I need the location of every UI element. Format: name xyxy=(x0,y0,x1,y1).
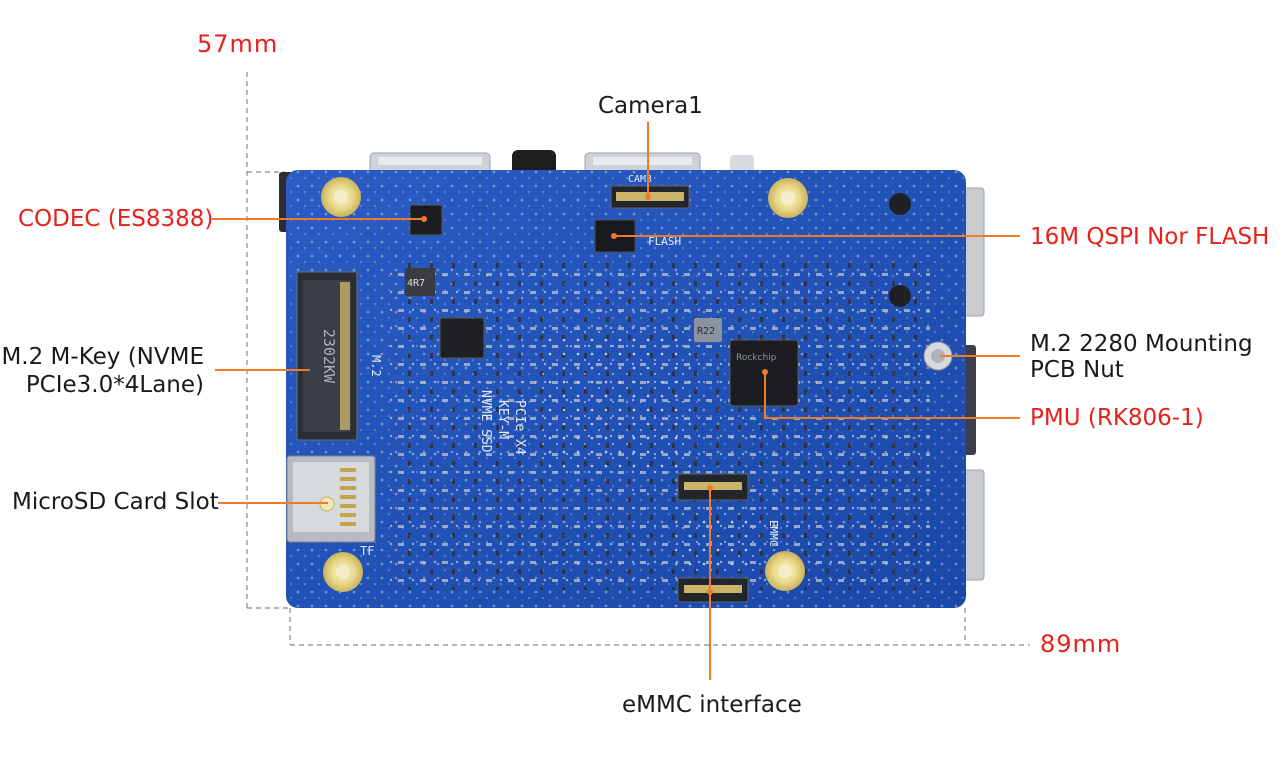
inductor-label: 4R7 xyxy=(407,278,425,289)
pmu-chip-label: Rockchip xyxy=(736,353,777,363)
ssd-text-2: KEY-M xyxy=(495,400,510,439)
flash-label: 16M QSPI Nor FLASH xyxy=(1030,224,1270,250)
codec-label: CODEC (ES8388) xyxy=(18,206,214,232)
m2-key-label-line2: PCIe3.0*4Lane) xyxy=(25,372,204,398)
callout-lines xyxy=(212,122,1020,680)
ssd-silkscreen: NVME SSD KEY-M PCIe X4 xyxy=(478,390,527,455)
pmu-label: PMU (RK806-1) xyxy=(1030,405,1204,431)
mounting-label-line1: M.2 2280 Mounting xyxy=(1030,331,1253,357)
m2-slot: 2302KW M.2 xyxy=(296,271,383,441)
ssd-text-1: NVME SSD xyxy=(478,390,493,453)
dimension-lines xyxy=(246,72,1030,646)
ssd-text-3: PCIe X4 xyxy=(512,400,527,455)
callout-dots xyxy=(421,194,768,595)
pmu-inductor-label: R22 xyxy=(697,326,715,337)
emmc-interface-label: eMMC interface xyxy=(622,692,802,718)
pmu-leader-line xyxy=(764,372,1020,419)
microsd-label: MicroSD Card Slot xyxy=(12,489,219,515)
m2-connector-text: 2302KW xyxy=(320,329,338,384)
height-dimension-label: 57mm xyxy=(197,30,279,58)
mounting-label-line2: PCB Nut xyxy=(1030,357,1124,383)
tf-silk-label: TF xyxy=(360,544,374,558)
mounting-holes xyxy=(321,177,808,592)
emmc-silk-label: EMMC xyxy=(767,520,780,547)
flash-silk-label: FLASH xyxy=(648,235,681,248)
board-chips: 4R7 Rockchip R22 EMMC xyxy=(405,193,953,603)
m2-key-label-line1: M.2 M-Key (NVME xyxy=(1,344,204,370)
m2-silk-label: M.2 xyxy=(369,355,383,377)
camera-silk-label: CAM3 xyxy=(628,174,652,185)
camera-label: Camera1 xyxy=(598,93,703,119)
microsd-slot: TF xyxy=(286,455,376,558)
width-dimension-label: 89mm xyxy=(1040,630,1122,658)
